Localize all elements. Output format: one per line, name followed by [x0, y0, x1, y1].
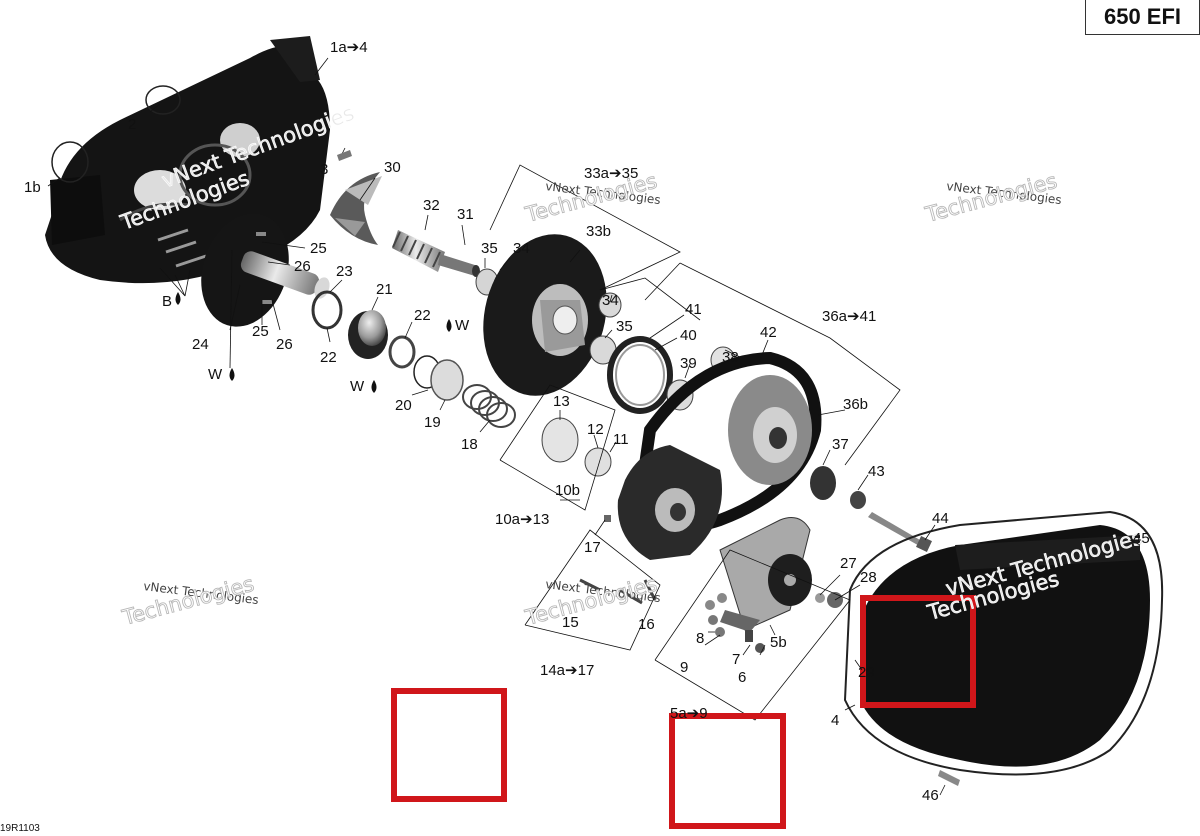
callout-10a-13: 10a➔13	[495, 511, 549, 528]
bearing-part	[810, 466, 836, 500]
callout-40: 40	[680, 327, 697, 344]
spring-shaft-part	[392, 230, 480, 277]
callout-4: 4	[831, 712, 839, 729]
callout-5b: 5b	[770, 634, 787, 651]
callout-39: 39	[680, 355, 697, 372]
callout-37: 37	[832, 436, 849, 453]
callout-41: 41	[685, 301, 702, 318]
callout-24: 24	[192, 336, 209, 353]
callout-13: 13	[553, 393, 570, 410]
group-outlines	[489, 164, 901, 721]
callout-35-right: 35	[616, 318, 633, 335]
spring-part	[462, 384, 516, 428]
callout-35: 35	[481, 240, 498, 257]
callout-33b: 33b	[586, 223, 611, 240]
callout-w-top: W	[455, 317, 470, 334]
callout-7: 7	[732, 651, 740, 668]
callout-22-right: 22	[414, 307, 431, 324]
callout-36a-41: 36a➔41	[822, 308, 876, 325]
callout-16: 16	[638, 616, 655, 633]
bolt-part	[868, 512, 923, 548]
small-parts	[579, 515, 843, 653]
callout-44: 44	[932, 510, 949, 527]
callout-22-left: 22	[320, 349, 337, 366]
callout-21: 21	[376, 281, 393, 298]
callout-b: B	[162, 293, 172, 310]
callout-32: 32	[423, 197, 440, 214]
callout-36b: 36b	[843, 396, 868, 413]
callout-w-mid: W	[350, 378, 365, 395]
highlight-boxes	[391, 595, 976, 829]
callout-18: 18	[461, 436, 478, 453]
callout-28: 28	[860, 569, 877, 586]
callout-1a-4: 1a➔4	[330, 39, 368, 56]
callout-10b: 10b	[555, 482, 580, 499]
callout-46: 46	[922, 787, 939, 804]
leader-lines	[229, 177, 1141, 796]
bushing-part	[584, 447, 612, 477]
callout-11: 11	[613, 431, 629, 448]
callout-43: 43	[868, 463, 885, 480]
callout-26-lower: 26	[276, 336, 293, 353]
callout-25-lower: 25	[252, 323, 269, 340]
spider-part	[330, 172, 382, 245]
sheave-disc-part	[483, 234, 607, 396]
callout-25: 25	[310, 240, 327, 257]
ramp-ring-part	[607, 336, 673, 414]
housing-part	[617, 445, 722, 560]
callout-labels: 1a➔4 2 1b 3 30 32 31 25 26 B 23 21 22 22…	[24, 39, 1150, 804]
callout-31: 31	[457, 206, 474, 223]
callout-30: 30	[384, 159, 401, 176]
callout-w-left: W	[208, 366, 223, 383]
sleeve-part	[348, 310, 388, 359]
o-ring-part	[51, 141, 89, 183]
callout-29: 29	[858, 664, 875, 681]
bracket-part	[719, 517, 812, 632]
bolt-part	[916, 536, 932, 552]
callout-2: 2	[128, 116, 136, 133]
callout-27: 27	[840, 555, 857, 572]
leader-lines	[47, 57, 346, 297]
callout-19: 19	[424, 414, 441, 431]
callout-23: 23	[336, 263, 353, 280]
model-label: 650 EFI	[1085, 0, 1200, 35]
bushing-part	[541, 417, 579, 463]
callout-34: 34	[513, 240, 530, 257]
o-ring-part	[145, 85, 181, 115]
callout-1b: 1b	[24, 179, 41, 196]
callout-3: 3	[320, 161, 328, 178]
stud-part	[157, 228, 207, 268]
washer-part	[388, 335, 416, 369]
callout-42: 42	[760, 324, 777, 341]
callout-9: 9	[680, 659, 688, 676]
callout-26: 26	[294, 258, 311, 275]
seal-part	[311, 290, 343, 330]
callout-45: 45	[1133, 530, 1150, 547]
grease-drop-icon	[175, 292, 452, 393]
callout-8: 8	[696, 630, 704, 647]
washer-part	[850, 491, 866, 509]
callout-38: 38	[722, 349, 739, 366]
callout-20: 20	[395, 397, 412, 414]
bushing-part	[430, 359, 464, 401]
callout-6: 6	[738, 669, 746, 686]
bushing-part	[598, 292, 622, 318]
drive-belt-part	[633, 351, 822, 533]
callout-15: 15	[562, 614, 579, 631]
callout-17: 17	[584, 539, 601, 556]
callout-34-right: 34	[602, 292, 619, 309]
drive-disc-part	[201, 213, 330, 327]
callout-5a-9: 5a➔9	[670, 705, 708, 722]
bolt-part	[938, 770, 960, 786]
callout-14a-17: 14a➔17	[540, 662, 594, 679]
bolt-part	[337, 150, 352, 161]
diagram-code: 19R1103	[0, 823, 40, 834]
callout-12: 12	[587, 421, 604, 438]
callout-33a-35: 33a➔35	[584, 165, 638, 182]
